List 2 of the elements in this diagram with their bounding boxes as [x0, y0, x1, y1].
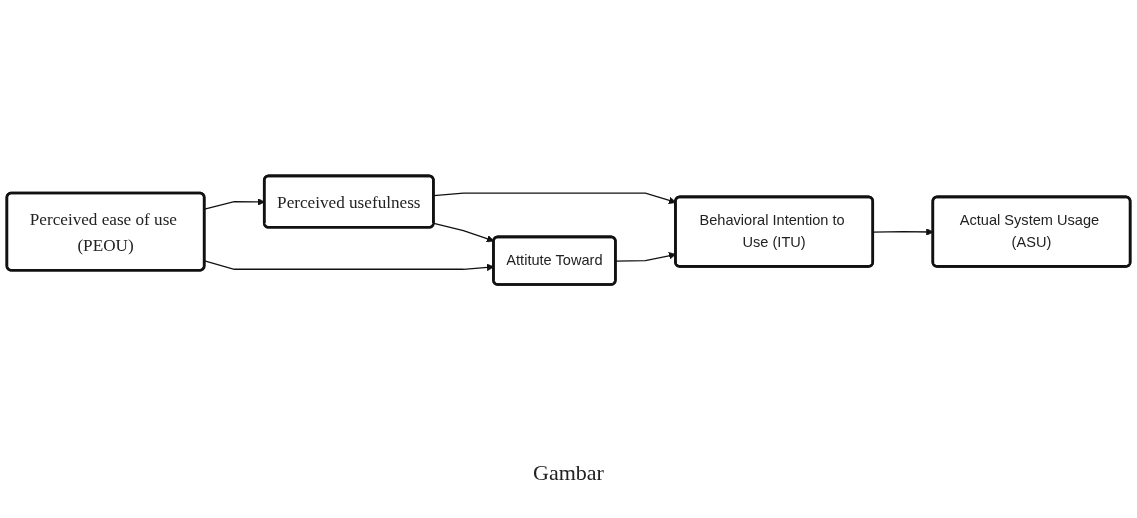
arrow	[433, 222, 495, 243]
caption: Gambar	[533, 460, 604, 485]
